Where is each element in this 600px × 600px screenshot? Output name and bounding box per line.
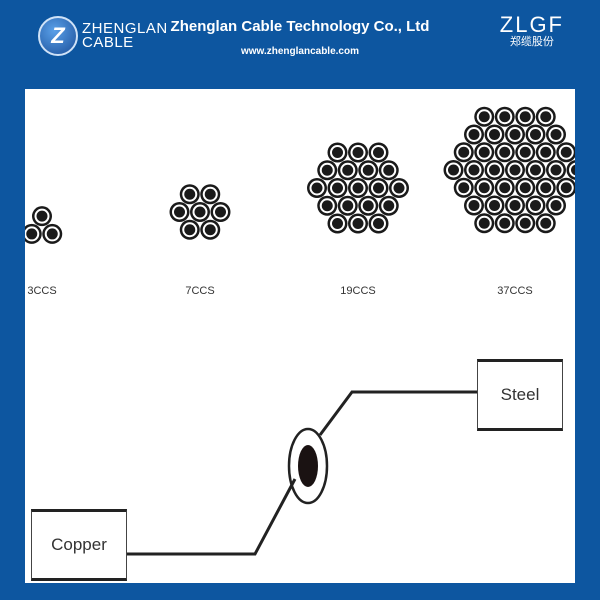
strand <box>505 160 525 180</box>
strand <box>525 160 546 180</box>
strand <box>505 124 525 145</box>
strand <box>307 178 327 198</box>
label-19ccs: 19CCS <box>340 285 376 297</box>
website-url: www.zhenglancable.com <box>241 46 359 57</box>
zhenglan-logo-icon: Z <box>38 16 78 56</box>
company-name: Zhenglan Cable Technology Co., Ltd <box>170 18 430 35</box>
strand <box>505 195 525 216</box>
strand <box>348 142 368 163</box>
strand <box>179 184 200 205</box>
copper-label-box: Copper <box>31 509 127 581</box>
strand <box>464 160 484 180</box>
strand-cross-sections <box>25 106 575 244</box>
steel-leader-line <box>318 390 480 436</box>
strand <box>378 160 399 181</box>
strand <box>190 202 210 222</box>
strand <box>200 184 221 205</box>
strand <box>525 195 546 216</box>
strand <box>535 177 556 198</box>
strand <box>546 160 566 180</box>
strand <box>464 124 484 145</box>
strand <box>317 195 338 216</box>
logo-text-line2: CABLE <box>82 34 134 51</box>
strand <box>327 142 348 163</box>
steel-label: Steel <box>500 385 540 404</box>
strand <box>42 223 63 244</box>
strand <box>453 142 474 163</box>
strand <box>556 177 575 198</box>
strand <box>535 106 556 127</box>
strand-bundle-37ccs <box>443 106 575 234</box>
strand <box>368 213 389 234</box>
steel-label-box: Steel <box>477 359 563 431</box>
strand <box>358 160 379 181</box>
strand <box>515 213 536 234</box>
strand <box>179 219 200 240</box>
strand <box>494 142 515 163</box>
strand <box>368 142 389 163</box>
strand-bundle-3ccs <box>25 206 63 244</box>
strand <box>389 178 409 198</box>
strand <box>484 160 505 180</box>
strand <box>494 177 515 198</box>
strand <box>210 202 231 222</box>
strand <box>337 160 358 181</box>
strand <box>484 195 505 216</box>
strand <box>474 177 495 198</box>
label-37ccs: 37CCS <box>497 285 533 297</box>
strand <box>317 160 338 181</box>
strand <box>169 202 190 222</box>
strand <box>474 213 495 234</box>
wire-outer-ring <box>287 427 329 505</box>
strand <box>443 160 464 180</box>
logo-text-line1: ZHENGLAN <box>82 20 168 37</box>
strand <box>32 206 52 227</box>
strand <box>535 213 556 234</box>
strand <box>535 142 556 163</box>
strand <box>453 177 474 198</box>
strand-bundle-19ccs <box>307 142 409 234</box>
strand <box>546 195 566 216</box>
strand-bundle-7ccs <box>169 184 231 240</box>
brand-logo: ZLGF 郑缆股份 <box>499 12 564 49</box>
strand <box>348 213 368 234</box>
label-7ccs: 7CCS <box>185 285 215 297</box>
strand <box>348 178 368 198</box>
strand <box>368 178 389 198</box>
strand <box>327 178 348 198</box>
header-logo: Z ZHENGLAN CABLE <box>38 16 168 56</box>
strand <box>378 195 399 216</box>
steel-core <box>298 445 318 487</box>
strand <box>337 195 358 216</box>
strand <box>494 106 515 127</box>
strand <box>515 177 536 198</box>
strand <box>546 124 566 145</box>
copper-label: Copper <box>51 535 107 554</box>
strand <box>200 219 221 240</box>
strand <box>474 106 495 127</box>
strand <box>494 213 515 234</box>
strand <box>566 160 575 180</box>
strand <box>474 142 495 163</box>
strand <box>464 195 484 216</box>
brand-mark: ZLGF <box>499 12 564 37</box>
strand <box>327 213 348 234</box>
strand <box>25 223 42 244</box>
strand <box>515 106 536 127</box>
composite-wire-diagram <box>127 390 480 556</box>
strand <box>515 142 536 163</box>
strand <box>556 142 575 163</box>
copper-leader-line <box>127 478 297 556</box>
product-panel: 3CCS 7CCS 19CCS 37CCS Steel Copper <box>25 89 575 583</box>
strand <box>358 195 379 216</box>
label-3ccs: 3CCS <box>27 285 57 297</box>
strand <box>484 124 505 145</box>
strand <box>525 124 546 145</box>
brand-sub: 郑缆股份 <box>509 36 554 48</box>
